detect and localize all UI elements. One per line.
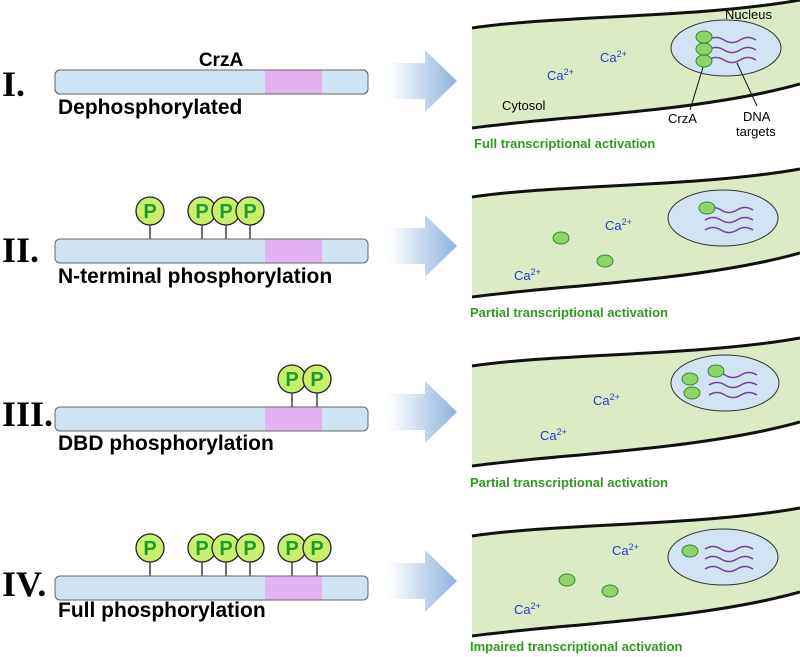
phosphate-label: P [285, 369, 298, 391]
panel-4: P P P P P [2, 506, 800, 654]
phosphorylation-state-label: Dephosphorylated [58, 96, 242, 119]
dbd-region [265, 407, 322, 431]
crza-protein-dot-icon [695, 54, 713, 68]
calcium-label: Ca2+ [547, 67, 574, 83]
crza-protein-dot-icon [695, 30, 713, 44]
panel-numeral: IV. [2, 564, 46, 604]
phosphate-label: P [285, 538, 298, 560]
dbd-region [265, 576, 322, 600]
crza-protein-bar [54, 406, 369, 432]
dna-target-wave-icon [707, 56, 757, 64]
phospho-sites: P P P P [135, 196, 265, 239]
right-arrow-icon [388, 215, 457, 277]
phosphate-label: P [219, 201, 232, 223]
panel-numeral: II. [2, 230, 39, 270]
crza-pointer-line [689, 66, 704, 111]
activation-label: Impaired transcriptional activation [470, 639, 682, 654]
phosphorylation-state-label: Full phosphorylation [58, 599, 266, 622]
phosphate-circle-icon: P [235, 533, 265, 576]
crza-protein-bar [54, 238, 369, 264]
dna-target-wave-icon [704, 226, 754, 234]
phosphate-circle-icon: P [211, 196, 241, 239]
crza-protein-dot-icon [552, 231, 570, 245]
phosphate-label: P [195, 201, 208, 223]
phosphate-label: P [143, 201, 156, 223]
nucleus-icon [670, 19, 782, 77]
crza-label: CrzA [668, 111, 697, 126]
right-arrow-icon [388, 381, 457, 443]
dna-label-line1: DNA [743, 109, 771, 124]
activation-label: Full transcriptional activation [474, 136, 655, 151]
calcium-label: Ca2+ [605, 217, 632, 233]
dna-target-wave-icon [707, 36, 757, 44]
phospho-sites: P P [277, 364, 332, 407]
panel-numeral: I. [2, 64, 25, 104]
phosphate-circle-icon: P [135, 196, 165, 239]
phosphate-circle-icon: P [302, 364, 332, 407]
nucleus-icon [670, 354, 780, 412]
calcium-label: Ca2+ [612, 542, 639, 558]
calcium-label: Ca2+ [514, 267, 541, 283]
cytosol-label: Cytosol [502, 98, 545, 113]
right-arrow-icon [388, 550, 457, 612]
dna-target-wave-icon [708, 391, 758, 399]
phosphate-label: P [310, 538, 323, 560]
phosphate-circle-icon: P [135, 533, 165, 576]
dna-target-wave-icon [704, 216, 754, 224]
activation-label: Partial transcriptional activation [470, 305, 668, 320]
panel-3: P P III. DBD phosphorylation [2, 336, 800, 490]
protein-name-label: CrzA [199, 50, 244, 71]
panel-1: I. Dephosphorylated Nucleus Cytosol CrzA… [2, 0, 800, 151]
dbd-region [265, 239, 322, 263]
phosphate-circle-icon: P [302, 533, 332, 576]
crza-protein-dot-icon [683, 386, 701, 400]
phosphorylation-state-label: N-terminal phosphorylation [58, 265, 332, 288]
crza-protein-dot-icon [681, 544, 699, 558]
nucleus-label: Nucleus [725, 7, 772, 22]
panel-2: P P P P II. N-terminal phosph [2, 167, 800, 320]
dna-label-line2: targets [736, 124, 776, 139]
nucleus-icon [667, 189, 779, 247]
calcium-label: Ca2+ [593, 392, 620, 408]
crza-protein-bar [54, 69, 369, 95]
dna-pointer-line [736, 62, 758, 107]
crza-protein-dot-icon [601, 584, 619, 598]
phosphate-label: P [243, 538, 256, 560]
crza-protein-dot-icon [698, 201, 716, 215]
crza-protein-dot-icon [681, 372, 699, 386]
dbd-region [265, 70, 322, 94]
calcium-label: Ca2+ [540, 427, 567, 443]
dna-target-wave-icon [707, 46, 757, 54]
phosphate-circle-icon: P [277, 533, 307, 576]
panel-numeral: III. [2, 394, 53, 434]
crza-protein-dot-icon [707, 364, 725, 378]
phosphate-label: P [219, 538, 232, 560]
dna-target-wave-icon [704, 565, 754, 573]
phosphorylation-state-label: DBD phosphorylation [58, 432, 274, 455]
crza-protein-dot-icon [558, 573, 576, 587]
right-arrow-icon [388, 50, 457, 112]
phosphate-label: P [310, 369, 323, 391]
dna-target-wave-icon [704, 545, 754, 553]
phospho-sites: P P P P P [135, 533, 332, 576]
nucleus-icon [667, 528, 779, 586]
activation-label: Partial transcriptional activation [470, 475, 668, 490]
phosphate-circle-icon: P [211, 533, 241, 576]
phosphate-circle-icon: P [187, 533, 217, 576]
crza-protein-dot-icon [695, 42, 713, 56]
crza-protein-dot-icon [596, 254, 614, 268]
phosphate-label: P [143, 538, 156, 560]
phosphate-circle-icon: P [277, 364, 307, 407]
calcium-label: Ca2+ [600, 49, 627, 65]
phosphate-circle-icon: P [235, 196, 265, 239]
crza-protein-bar [54, 575, 369, 601]
dna-target-wave-icon [704, 555, 754, 563]
phosphate-circle-icon: P [187, 196, 217, 239]
phosphate-label: P [243, 201, 256, 223]
calcium-label: Ca2+ [514, 601, 541, 617]
phosphate-label: P [195, 538, 208, 560]
dna-target-wave-icon [708, 381, 758, 389]
